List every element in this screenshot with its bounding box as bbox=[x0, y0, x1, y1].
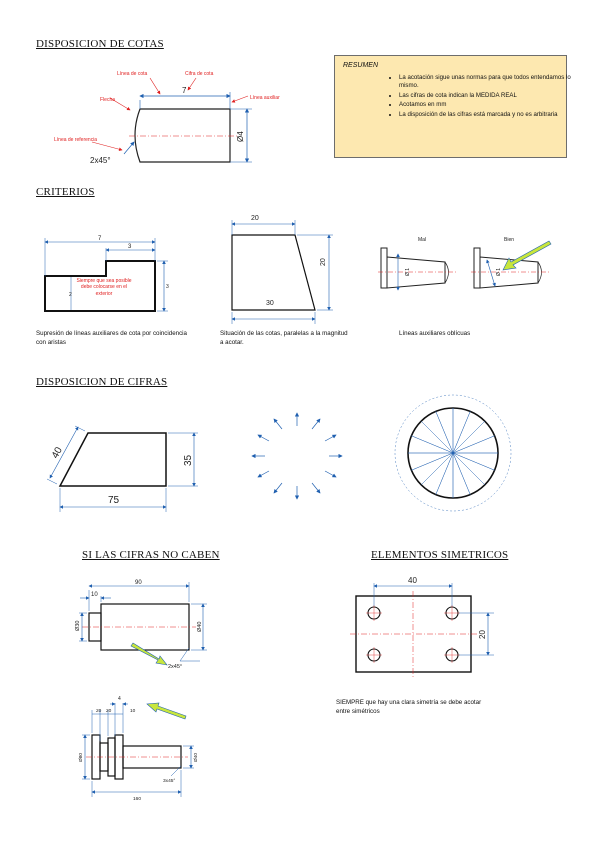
summary-list: La acotación sigue unas normas para que … bbox=[385, 74, 571, 120]
fig-cifras-circle bbox=[394, 394, 512, 512]
nc-b-20b: 20 bbox=[106, 708, 112, 714]
heading-simetricos: ELEMENTOS SIMETRICOS bbox=[371, 549, 509, 561]
caption-oblicuas: Líneas auxiliares oblícuas bbox=[399, 330, 471, 337]
fig-cifras-trapezoid bbox=[46, 425, 198, 512]
crit-b-dim20side: 20 bbox=[320, 258, 327, 266]
crit-a-dim7: 7 bbox=[98, 236, 102, 242]
crit-a-dim3: 3 bbox=[128, 244, 132, 250]
summary-item: La disposición de las cifras está marcad… bbox=[399, 111, 571, 119]
heading-si-no-caben: SI LAS CIFRAS NO CABEN bbox=[82, 549, 220, 561]
summary-title: RESUMEN bbox=[343, 62, 379, 69]
fig-no-caben-stepped-shaft bbox=[82, 702, 194, 797]
nc-b-left: Ø80 bbox=[78, 753, 84, 762]
fig-criterio-oblicuas bbox=[378, 240, 552, 291]
fig-criterio-aristas bbox=[44, 238, 168, 312]
crit-c-d1: Ø 1 bbox=[405, 268, 411, 276]
heading-disposicion-cifras: DISPOSICION DE CIFRAS bbox=[36, 376, 168, 388]
caption-aristas: Supresión de líneas auxiliares de cota p… bbox=[36, 330, 187, 346]
crit-b-dim30: 30 bbox=[266, 300, 274, 307]
label-linea-cota: Línea de cota bbox=[117, 71, 148, 77]
heading-criterios: CRITERIOS bbox=[36, 186, 95, 198]
nc-b-160: 160 bbox=[133, 796, 141, 802]
nc-b-chamfer: 3x45° bbox=[163, 778, 175, 784]
dim-chamfer: 2x45° bbox=[90, 156, 111, 165]
summary-item: Acotamos en mm bbox=[399, 101, 571, 109]
caption-paralelas: Situación de las cotas, paralelas a la m… bbox=[220, 330, 348, 346]
nc-chamfer: 2x45° bbox=[168, 664, 182, 670]
heading-disposicion-cotas: DISPOSICION DE COTAS bbox=[36, 38, 164, 50]
crit-c-bien: Bien bbox=[504, 237, 514, 243]
cifras-d40: 40 bbox=[50, 445, 65, 460]
label-linea-auxiliar: Línea auxiliar bbox=[250, 95, 280, 101]
dim-d4: Ø4 bbox=[236, 131, 245, 142]
caption-simetricos: SIEMPRE que hay una clara simetría se de… bbox=[336, 699, 482, 715]
fig-simetricos-plate bbox=[350, 583, 494, 677]
summary-box: RESUMEN La acotación sigue unas normas p… bbox=[334, 55, 571, 158]
summary-item: Las cifras de cota indican la MEDIDA REA… bbox=[399, 92, 571, 100]
crit-a-note: Siempre que sea posible debe colocarse e… bbox=[76, 278, 132, 297]
cifras-d75: 75 bbox=[108, 495, 120, 506]
fig-no-caben-shaft bbox=[79, 582, 207, 666]
label-linea-referencia: Línea de referencia bbox=[54, 137, 97, 143]
sim-d40: 40 bbox=[408, 576, 417, 585]
sim-d20: 20 bbox=[478, 630, 487, 639]
summary-item: La acotación sigue unas normas para que … bbox=[399, 74, 571, 91]
label-cifra-cota: Cifra de cota bbox=[185, 71, 214, 77]
crit-a-right: 3 bbox=[166, 284, 169, 290]
crit-c-d2: Ø 1 bbox=[496, 268, 502, 276]
fig-criterio-paralelas bbox=[231, 220, 333, 324]
crit-c-mal: Mal bbox=[418, 237, 426, 243]
label-flecha: Flecha bbox=[100, 97, 115, 103]
nc-b-right: Ø40 bbox=[193, 753, 199, 762]
nc-b-20a: 20 bbox=[96, 708, 102, 714]
nc-b-10: 10 bbox=[130, 708, 136, 714]
fig-cifras-radial-arrows bbox=[251, 412, 343, 500]
dim-7: 7 bbox=[182, 86, 187, 95]
circle-spoke bbox=[411, 435, 495, 471]
fig-cylinder-annotated bbox=[91, 77, 252, 163]
nc-d10: 10 bbox=[91, 592, 98, 598]
nc-d30: Ø30 bbox=[75, 621, 81, 631]
nc-b-4: 4 bbox=[118, 696, 121, 702]
crit-a-left: 2 bbox=[69, 292, 72, 298]
nc-d90: 90 bbox=[135, 580, 142, 586]
nc-d40: Ø40 bbox=[197, 622, 203, 632]
cifras-d35: 35 bbox=[183, 454, 194, 466]
crit-b-dim20top: 20 bbox=[251, 215, 259, 222]
